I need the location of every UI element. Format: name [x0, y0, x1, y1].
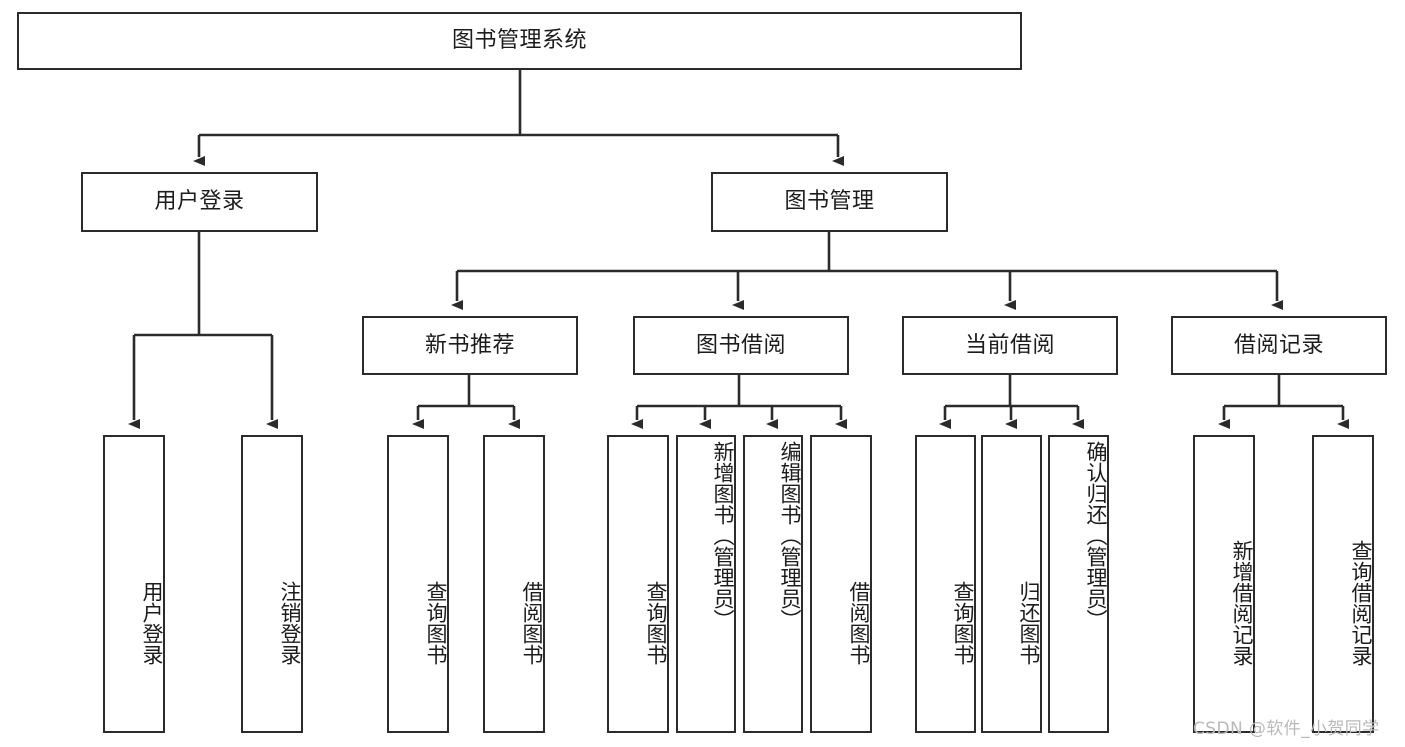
leaf-label: 查询图书 — [424, 581, 448, 665]
leaf-label: 借阅图书 — [520, 581, 544, 665]
leaf-label: 查询图书 — [644, 581, 668, 665]
leaf-label: 查询借阅记录 — [1349, 540, 1373, 666]
node-current-borrow-label: 当前借阅 — [964, 332, 1055, 358]
node-current-borrow[interactable]: 当前借阅 — [902, 316, 1118, 375]
leaf-label: 编辑图书（管理员） — [778, 441, 802, 630]
node-book-borrow-label: 图书借阅 — [695, 332, 786, 358]
leaf-current-borrow-return-book[interactable]: 归还图书 — [981, 435, 1042, 733]
leaf-borrow-record-add-record[interactable]: 新增借阅记录 — [1193, 435, 1255, 733]
leaf-new-book-query-book[interactable]: 查询图书 — [387, 435, 449, 733]
leaf-label: 注销登录 — [278, 581, 302, 665]
node-book-management-label: 图书管理 — [784, 189, 875, 215]
node-user-login[interactable]: 用户登录 — [81, 172, 318, 232]
leaf-book-borrow-borrow-book[interactable]: 借阅图书 — [810, 435, 872, 733]
leaf-label: 查询图书 — [951, 581, 975, 665]
leaf-current-borrow-confirm-return[interactable]: 确认归还（管理员） — [1048, 435, 1109, 733]
leaf-label: 借阅图书 — [847, 581, 871, 665]
leaf-user-login-logout[interactable]: 注销登录 — [241, 435, 303, 733]
node-root-label: 图书管理系统 — [451, 28, 587, 54]
leaf-new-book-borrow-book[interactable]: 借阅图书 — [483, 435, 545, 733]
node-new-book-recommend[interactable]: 新书推荐 — [362, 316, 578, 375]
leaf-label: 归还图书 — [1017, 581, 1041, 665]
leaf-current-borrow-query-book[interactable]: 查询图书 — [915, 435, 976, 733]
leaf-label: 用户登录 — [140, 581, 164, 665]
leaf-book-borrow-edit-book[interactable]: 编辑图书（管理员） — [743, 435, 803, 733]
node-user-login-label: 用户登录 — [154, 189, 245, 215]
node-borrow-record[interactable]: 借阅记录 — [1171, 316, 1387, 375]
leaf-borrow-record-query-record[interactable]: 查询借阅记录 — [1312, 435, 1374, 733]
leaf-label: 确认归还（管理员） — [1084, 441, 1108, 630]
node-root[interactable]: 图书管理系统 — [17, 12, 1022, 70]
node-new-book-recommend-label: 新书推荐 — [424, 332, 515, 358]
leaf-book-borrow-add-book[interactable]: 新增图书（管理员） — [676, 435, 736, 733]
leaf-user-login-login[interactable]: 用户登录 — [103, 435, 165, 733]
node-book-management[interactable]: 图书管理 — [711, 172, 948, 232]
leaf-book-borrow-query-book[interactable]: 查询图书 — [607, 435, 669, 733]
leaf-label: 新增借阅记录 — [1230, 540, 1254, 666]
leaf-label: 新增图书（管理员） — [711, 441, 735, 630]
node-book-borrow[interactable]: 图书借阅 — [633, 316, 849, 375]
node-borrow-record-label: 借阅记录 — [1233, 332, 1324, 358]
watermark: CSDN @软件_小贺同学 — [1193, 719, 1380, 739]
